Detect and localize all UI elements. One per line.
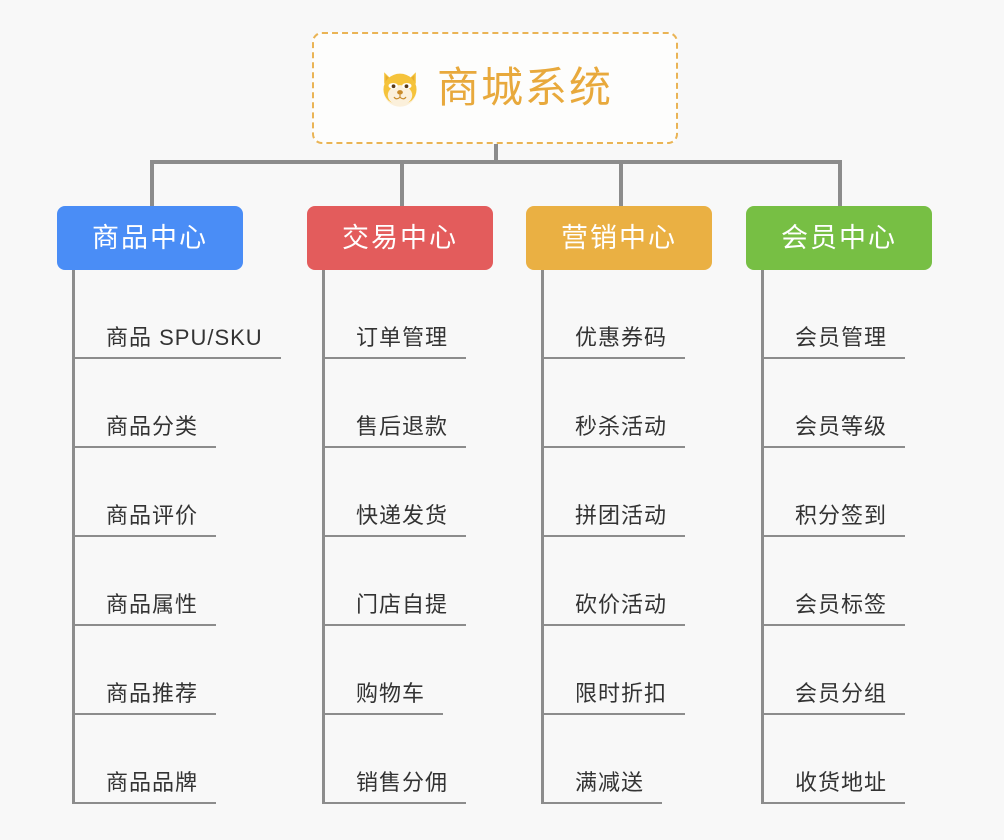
list-item[interactable]: 砍价活动 (541, 537, 686, 626)
list-item[interactable]: 销售分佣 (322, 715, 467, 804)
list-item[interactable]: 购物车 (322, 626, 466, 715)
category-box-marketing-center[interactable]: 营销中心 (526, 206, 712, 270)
leaf-label: 会员管理 (795, 324, 888, 350)
list-item[interactable]: 秒杀活动 (541, 359, 686, 448)
leaf-label: 会员等级 (795, 413, 888, 439)
leaf-label: 订单管理 (356, 324, 449, 350)
leaf-label: 砍价活动 (575, 591, 668, 617)
connector-horizontal-bus (150, 160, 840, 164)
leaf-label: 满减送 (575, 769, 645, 795)
shiba-dog-face-icon (383, 72, 417, 107)
leaf-label: 会员标签 (795, 591, 888, 617)
list-item[interactable]: 优惠券码 (541, 270, 686, 359)
list-item[interactable]: 订单管理 (322, 270, 467, 359)
leaf-label: 优惠券码 (575, 324, 668, 350)
list-item[interactable]: 会员等级 (761, 359, 906, 448)
list-item[interactable]: 快递发货 (322, 448, 467, 537)
list-item[interactable]: 会员分组 (761, 626, 906, 715)
connector-drop-2 (400, 160, 404, 206)
leaf-label: 门店自提 (356, 591, 449, 617)
leaf-label: 积分签到 (795, 502, 888, 528)
category-box-trade-center[interactable]: 交易中心 (307, 206, 493, 270)
category-box-member-center[interactable]: 会员中心 (746, 206, 932, 270)
leaf-label: 限时折扣 (575, 680, 668, 706)
leaf-label: 会员分组 (795, 680, 888, 706)
connector-drop-3 (619, 160, 623, 206)
list-item[interactable]: 商品分类 (72, 359, 281, 448)
leaf-label: 商品分类 (106, 413, 199, 439)
list-item[interactable]: 满减送 (541, 715, 685, 804)
leaf-column-trade-center: 订单管理 售后退款 快递发货 门店自提 购物车 销售分佣 (322, 270, 467, 804)
connector-drop-4 (838, 160, 842, 206)
list-item[interactable]: 商品品牌 (72, 715, 281, 804)
leaf-rail (72, 270, 75, 804)
category-label: 会员中心 (781, 222, 897, 253)
leaf-rail (541, 270, 544, 804)
list-item[interactable]: 拼团活动 (541, 448, 686, 537)
leaf-label: 销售分佣 (356, 769, 449, 795)
leaf-label: 收货地址 (795, 769, 888, 795)
list-item[interactable]: 商品属性 (72, 537, 281, 626)
leaf-label: 商品评价 (106, 502, 199, 528)
leaf-label: 商品 SPU/SKU (106, 324, 263, 350)
list-item[interactable]: 商品评价 (72, 448, 281, 537)
list-item[interactable]: 会员标签 (761, 537, 906, 626)
category-label: 营销中心 (561, 222, 677, 253)
category-label: 商品中心 (92, 222, 208, 253)
list-item[interactable]: 积分签到 (761, 448, 906, 537)
list-item[interactable]: 门店自提 (322, 537, 467, 626)
list-item[interactable]: 售后退款 (322, 359, 467, 448)
leaf-column-product-center: 商品 SPU/SKU 商品分类 商品评价 商品属性 商品推荐 商品品牌 (72, 270, 281, 804)
leaf-label: 商品品牌 (106, 769, 199, 795)
list-item[interactable]: 会员管理 (761, 270, 906, 359)
leaf-column-marketing-center: 优惠券码 秒杀活动 拼团活动 砍价活动 限时折扣 满减送 (541, 270, 686, 804)
leaf-label: 秒杀活动 (575, 413, 668, 439)
list-item[interactable]: 收货地址 (761, 715, 906, 804)
leaf-label: 商品属性 (106, 591, 199, 617)
list-item[interactable]: 商品 SPU/SKU (72, 270, 281, 359)
leaf-column-member-center: 会员管理 会员等级 积分签到 会员标签 会员分组 收货地址 (761, 270, 906, 804)
root-node-mall-system[interactable]: 商城系统 (312, 32, 678, 144)
leaf-label: 拼团活动 (575, 502, 668, 528)
leaf-label: 商品推荐 (106, 680, 199, 706)
leaf-label: 快递发货 (356, 502, 449, 528)
list-item[interactable]: 限时折扣 (541, 626, 686, 715)
leaf-label: 购物车 (356, 680, 426, 706)
leaf-rail (322, 270, 325, 804)
list-item[interactable]: 商品推荐 (72, 626, 281, 715)
connector-root-stem (494, 144, 498, 164)
connector-drop-1 (150, 160, 154, 206)
leaf-rail (761, 270, 764, 804)
root-title: 商城系统 (436, 64, 613, 111)
category-label: 交易中心 (342, 222, 458, 253)
category-box-product-center[interactable]: 商品中心 (57, 206, 243, 270)
leaf-label: 售后退款 (356, 413, 449, 439)
